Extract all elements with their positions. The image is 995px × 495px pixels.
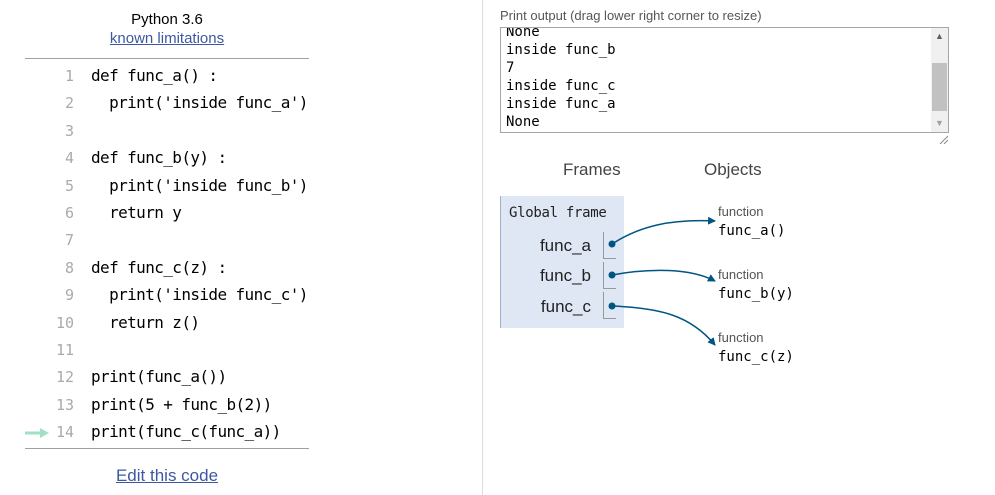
line-number: 5: [64, 176, 74, 195]
code-text: print('inside func_a'): [91, 93, 308, 113]
line-number: 10: [55, 313, 74, 332]
scroll-down-arrow-icon[interactable]: ▼: [935, 118, 944, 128]
code-line[interactable]: 1 def func_a() :: [0, 63, 330, 90]
code-line[interactable]: 7: [0, 227, 330, 254]
pointer-arrow-func-b: [611, 269, 716, 282]
frame-var-slot-func-c: [603, 292, 616, 319]
code-line[interactable]: 6 return y: [0, 200, 330, 227]
frame-var-slot-func-a: [603, 232, 616, 259]
edit-code-link[interactable]: Edit this code: [115, 466, 219, 485]
output-scrollbar[interactable]: ▲ ▼: [931, 28, 948, 132]
line-number: 13: [55, 395, 74, 414]
code-line[interactable]: 9 print('inside func_c'): [0, 282, 330, 309]
code-line[interactable]: 14 print(func_c(func_a)): [0, 419, 330, 446]
code-line[interactable]: 3: [0, 118, 330, 145]
language-title: Python 3.6: [131, 11, 203, 28]
code-text: print('inside func_c'): [91, 285, 308, 305]
print-output-label: Print output (drag lower right corner to…: [500, 8, 762, 23]
frame-var-func-b: func_b: [539, 266, 591, 285]
object-name-func-b: func_b(y): [718, 286, 794, 302]
pane-divider: [482, 0, 483, 495]
object-name-func-c: func_c(z): [718, 349, 794, 365]
code-text: return z(): [91, 312, 200, 332]
pointer-arrow-func-c: [611, 305, 716, 346]
code-text: print(func_c(func_a)): [91, 422, 281, 442]
object-type-func-b: function: [718, 267, 764, 282]
line-number: 4: [64, 149, 74, 168]
line-number: 11: [55, 341, 74, 359]
scroll-thumb[interactable]: [932, 63, 947, 111]
object-name-func-a: func_a(): [718, 223, 786, 239]
code-line[interactable]: 11: [0, 337, 330, 364]
scroll-up-arrow-icon[interactable]: ▲: [935, 31, 944, 41]
code-pane: Python 3.6 known limitations 1 def func_a…: [0, 0, 330, 495]
print-output-box[interactable]: None inside func_b 7 inside func_c insid…: [500, 27, 949, 133]
line-number: 1: [64, 67, 74, 85]
frame-var-func-a: func_a: [539, 236, 591, 255]
code-line[interactable]: 12 print(func_a()): [0, 364, 330, 391]
frames-heading: Frames: [563, 160, 621, 179]
frame-var-func-c: func_c: [540, 297, 591, 316]
line-number: 12: [55, 368, 74, 387]
objects-heading: Objects: [704, 160, 762, 179]
line-number: 9: [64, 286, 74, 305]
code-line[interactable]: 8 def func_c(z) :: [0, 255, 330, 282]
print-output-text: None inside func_b 7 inside func_c insid…: [506, 27, 616, 130]
code-bottom-divider: [25, 448, 309, 449]
global-frame: Global frame func_a func_b func_c: [500, 196, 624, 328]
code-line[interactable]: 4 def func_b(y) :: [0, 145, 330, 172]
code-line[interactable]: 5 print('inside func_b'): [0, 173, 330, 200]
line-number: 2: [64, 94, 74, 113]
code-line[interactable]: 10 return z(): [0, 310, 330, 337]
known-limitations-link[interactable]: known limitations: [109, 30, 225, 47]
code-top-divider: [25, 58, 309, 59]
code-text: print('inside func_b'): [91, 175, 308, 195]
code-line[interactable]: 13 print(5 + func_b(2)): [0, 392, 330, 419]
line-number: 7: [64, 231, 74, 250]
line-number: 6: [64, 204, 74, 222]
code-text: print(func_a()): [91, 367, 227, 387]
code-text: def func_a() :: [91, 66, 218, 85]
line-number: 8: [64, 258, 74, 277]
pointer-arrow-func-a: [611, 216, 716, 245]
code-text: def func_c(z) :: [91, 257, 227, 277]
code-text: print(5 + func_b(2)): [91, 394, 272, 414]
object-type-func-a: function: [718, 204, 764, 219]
code-line[interactable]: 2 print('inside func_a'): [0, 90, 330, 117]
object-type-func-c: function: [718, 330, 764, 345]
resize-grip-icon[interactable]: [938, 134, 948, 144]
code-text: def func_b(y) :: [91, 148, 227, 168]
global-frame-title: Global frame: [509, 205, 607, 221]
frame-var-slot-func-b: [603, 262, 616, 289]
line-number: 3: [64, 121, 74, 140]
line-number: 14: [55, 423, 74, 442]
code-text: return y: [91, 203, 182, 222]
current-line-arrow-icon: [25, 428, 49, 439]
